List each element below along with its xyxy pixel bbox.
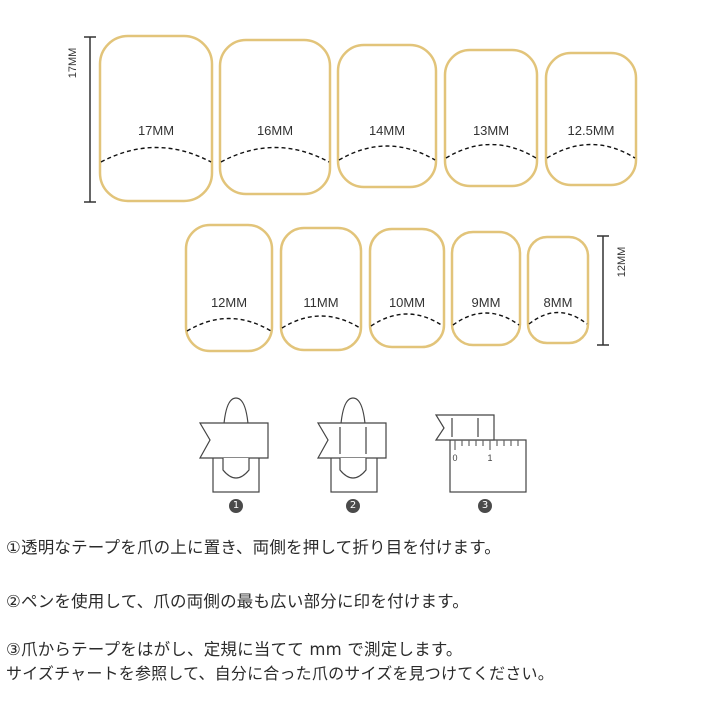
nail-17mm: 17MM <box>98 34 214 203</box>
nail-8mm: 8MM <box>526 235 590 345</box>
instruction-step-1: ①透明なテープを爪の上に置き、両側を押して折り目を付けます。 <box>6 538 502 557</box>
step-number-1: 1 <box>229 499 243 513</box>
nail-label-8mm: 8MM <box>544 295 573 310</box>
instruction-step-3: ③爪からテープをはがし、定規に当てて mm で測定します。 <box>6 640 463 659</box>
step-number-2: 2 <box>346 499 360 513</box>
nail-9mm: 9MM <box>450 230 522 347</box>
nail-10mm: 10MM <box>368 227 446 349</box>
step1-illustration <box>198 397 269 493</box>
instruction-size-chart-note: サイズチャートを参照して、自分に合った爪のサイズを見つけてください。 <box>6 664 554 683</box>
step-number-3: 3 <box>478 499 492 513</box>
step2-illustration <box>316 397 387 493</box>
nail-label-17mm: 17MM <box>138 123 174 138</box>
nail-12mm: 12MM <box>184 223 274 353</box>
nail-11mm: 11MM <box>279 226 363 352</box>
nail-14mm: 14MM <box>336 43 438 189</box>
step3-illustration: 0 1 <box>434 414 527 493</box>
nail-13mm: 13MM <box>443 48 539 188</box>
nail-label-14mm: 14MM <box>369 123 405 138</box>
nail-12-5mm: 12.5MM <box>544 51 638 187</box>
nail-16mm: 16MM <box>218 38 332 196</box>
dimension-12mm: 12MM <box>597 235 628 346</box>
instruction-step-2: ②ペンを使用して、爪の両側の最も広い部分に印を付けます。 <box>6 592 469 611</box>
nail-label-12mm: 12MM <box>211 295 247 310</box>
nail-label-9mm: 9MM <box>472 295 501 310</box>
nail-label-12-5mm: 12.5MM <box>568 123 615 138</box>
dimension-label-row2: 12MM <box>616 247 628 278</box>
nail-size-chart: 17MM 17MM 16MM 14MM 13MM 12.5MM 12MM 11M… <box>67 34 638 493</box>
ruler-tick-0: 0 <box>452 453 457 463</box>
dimension-label-row1: 17MM <box>67 48 79 79</box>
nail-label-13mm: 13MM <box>473 123 509 138</box>
nail-label-11mm: 11MM <box>303 295 338 310</box>
nail-label-10mm: 10MM <box>389 295 425 310</box>
nail-label-16mm: 16MM <box>257 123 293 138</box>
ruler-tick-1: 1 <box>487 453 492 463</box>
dimension-17mm: 17MM <box>67 36 96 203</box>
